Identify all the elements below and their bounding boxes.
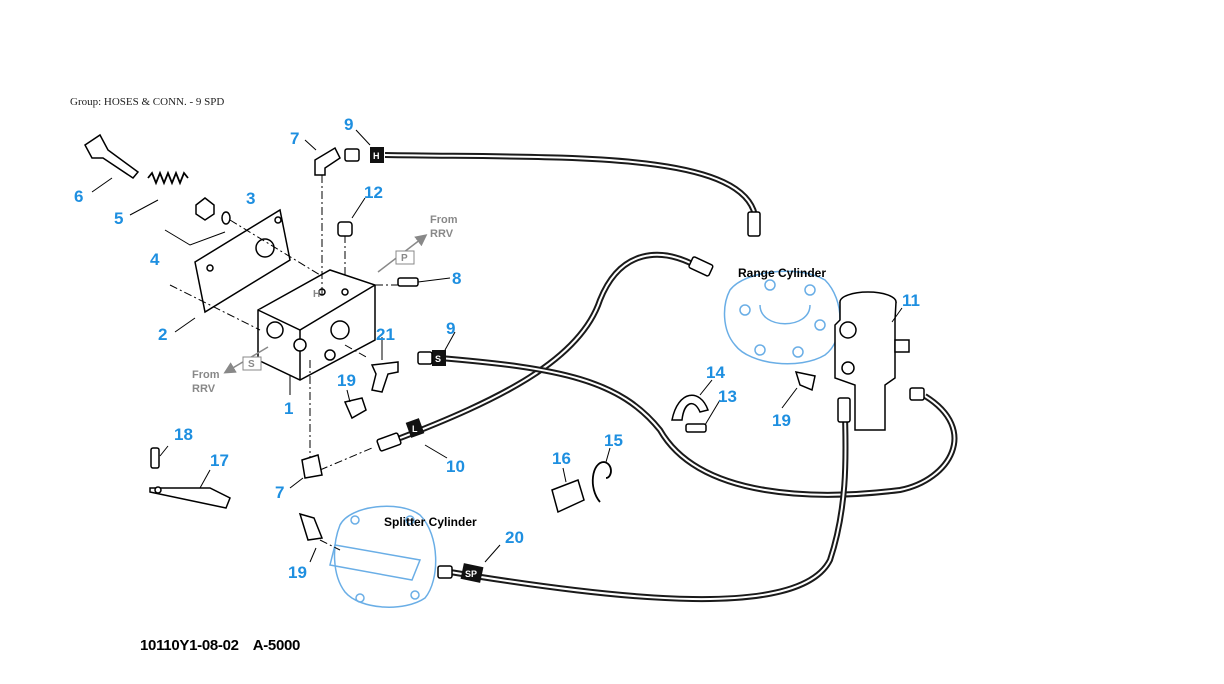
air-cylinder-11 xyxy=(834,291,910,431)
assembly-centerlines xyxy=(169,175,400,551)
shift-valve-body xyxy=(257,269,376,381)
callout-leaders xyxy=(91,129,903,563)
callout-9-top: 9 xyxy=(344,115,353,134)
from-rrv-top-line1: From xyxy=(430,214,458,226)
svg-text:H: H xyxy=(373,151,380,161)
elbow-19-splitter xyxy=(298,512,324,541)
svg-text:P: P xyxy=(401,253,408,264)
tee-21 xyxy=(370,361,399,393)
figure-id: 10110Y1-08-02 A-5000 xyxy=(140,637,314,654)
spring-5 xyxy=(147,170,189,186)
callout-10: 10 xyxy=(446,457,465,476)
callout-7-bottom: 7 xyxy=(275,483,284,502)
callout-4: 4 xyxy=(150,250,160,269)
bolt-18 xyxy=(150,447,160,469)
hose-l xyxy=(393,251,702,443)
callout-7-top: 7 xyxy=(290,129,299,148)
mounting-plate xyxy=(194,208,291,314)
figure-code: 10110Y1-08-02 xyxy=(140,637,239,654)
group-label: Group: HOSES & CONN. - 9 SPD xyxy=(70,96,225,108)
callout-12: 12 xyxy=(364,183,383,202)
hose-tag-s: S xyxy=(432,350,446,366)
elbow-19-right xyxy=(794,371,816,392)
bolt-13 xyxy=(685,423,707,433)
callout-3: 3 xyxy=(246,189,255,208)
clamp-14 xyxy=(671,394,709,421)
callout-8: 8 xyxy=(452,269,461,288)
svg-text:S: S xyxy=(248,359,255,370)
range-cylinder xyxy=(723,270,841,365)
hose-s xyxy=(439,355,958,498)
svg-text:SP: SP xyxy=(465,569,477,579)
callout-6: 6 xyxy=(74,187,83,206)
from-rrv-top-line2: RRV xyxy=(430,228,454,240)
bolt-8 xyxy=(397,277,419,287)
callout-5: 5 xyxy=(114,209,123,228)
plug-3 xyxy=(195,197,231,225)
callout-9-mid: 9 xyxy=(446,319,455,338)
callout-1: 1 xyxy=(284,399,293,418)
callout-13: 13 xyxy=(718,387,737,406)
hose-tag-sp: SP xyxy=(460,563,484,583)
svg-text:S: S xyxy=(435,354,441,364)
callout-19-left: 19 xyxy=(337,371,356,390)
port-h-label: H xyxy=(313,289,320,300)
plug-12 xyxy=(337,221,353,237)
hose-fittings xyxy=(344,148,925,579)
callout-19-splitter: 19 xyxy=(288,563,307,582)
callout-19-right: 19 xyxy=(772,411,791,430)
port-p-box: P xyxy=(395,250,415,265)
from-rrv-left-line1: From xyxy=(192,369,220,381)
callout-21: 21 xyxy=(376,325,395,344)
hose-tag-l: L xyxy=(405,418,425,438)
callout-14: 14 xyxy=(706,363,725,382)
svg-text:L: L xyxy=(412,424,418,434)
callout-16: 16 xyxy=(552,449,571,468)
hook-15 xyxy=(591,461,612,503)
elbow-7-bottom xyxy=(301,454,323,479)
bracket-16 xyxy=(551,479,585,514)
callout-18: 18 xyxy=(174,425,193,444)
callout-17: 17 xyxy=(210,451,229,470)
hose-tag-h: H xyxy=(370,147,384,163)
range-cylinder-label: Range Cylinder xyxy=(738,266,826,280)
lever-17 xyxy=(149,486,231,509)
elbow-19-left xyxy=(343,397,367,420)
hose-sp xyxy=(449,409,849,603)
splitter-cylinder-label: Splitter Cylinder xyxy=(384,515,477,529)
from-rrv-left-line2: RRV xyxy=(192,383,216,395)
port-s-box: S xyxy=(242,356,262,371)
pin-6 xyxy=(84,133,140,179)
splitter-cylinder xyxy=(329,505,437,608)
figure-ref: A-5000 xyxy=(252,637,301,654)
callout-2: 2 xyxy=(158,325,167,344)
callout-15: 15 xyxy=(604,431,623,450)
callout-20: 20 xyxy=(505,528,524,547)
elbow-7-top xyxy=(314,146,341,176)
hose-h xyxy=(384,152,758,216)
callout-11: 11 xyxy=(902,291,920,310)
